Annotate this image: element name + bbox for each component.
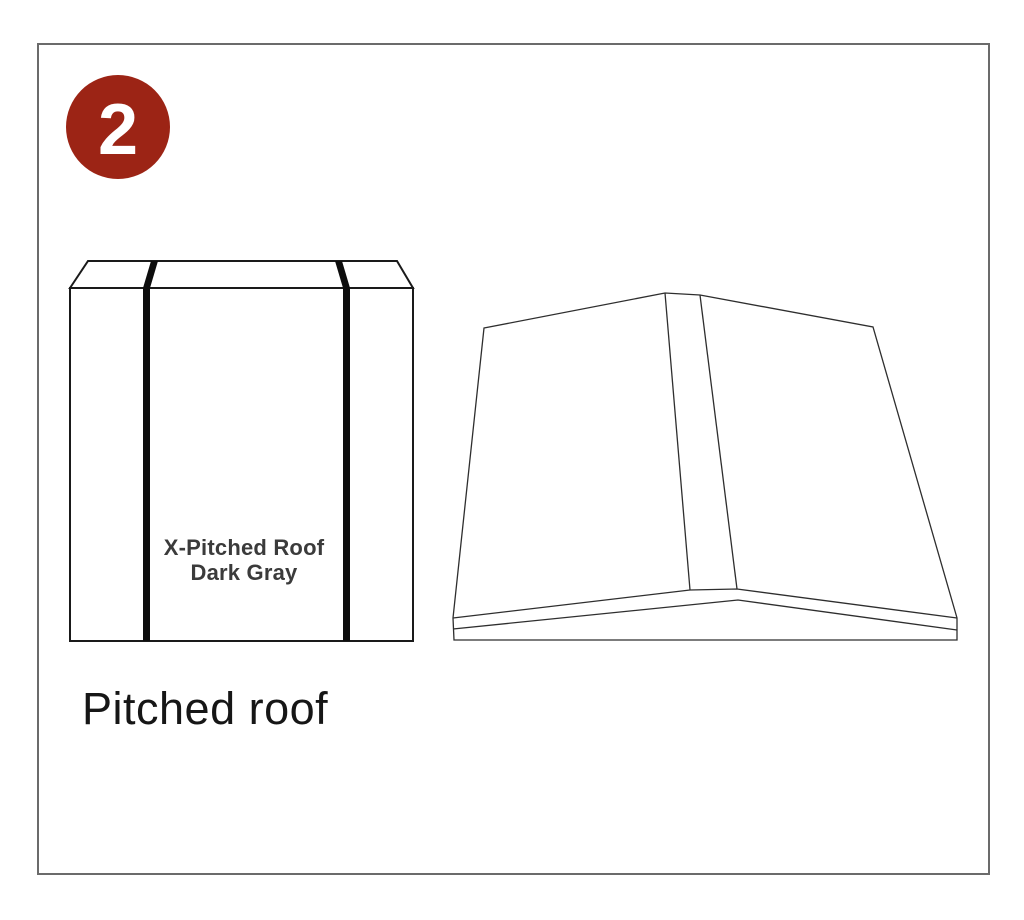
package-strap-left bbox=[143, 288, 150, 641]
roof-eave-upper-line bbox=[452, 588, 958, 619]
package-strap-left-top bbox=[143, 261, 158, 288]
roof-illustration bbox=[452, 292, 958, 641]
package-strap-right bbox=[343, 288, 350, 641]
roof-eave-lower-line bbox=[452, 599, 958, 631]
package-label-line1: X-Pitched Roof bbox=[164, 535, 325, 560]
package-front-face bbox=[69, 287, 414, 642]
package-label-line2: Dark Gray bbox=[191, 560, 299, 585]
roof-ridge-right-edge bbox=[699, 294, 738, 590]
step-number: 2 bbox=[97, 90, 139, 170]
step-number-badge: 2 bbox=[66, 75, 170, 179]
roof-outline bbox=[452, 292, 958, 641]
package-top-face bbox=[68, 260, 415, 289]
package-illustration: X-Pitched Roof Dark Gray bbox=[68, 260, 415, 642]
roof-ridge-left-edge bbox=[664, 292, 691, 591]
package-strap-right-top bbox=[335, 261, 350, 288]
diagram-caption: Pitched roof bbox=[82, 683, 329, 734]
